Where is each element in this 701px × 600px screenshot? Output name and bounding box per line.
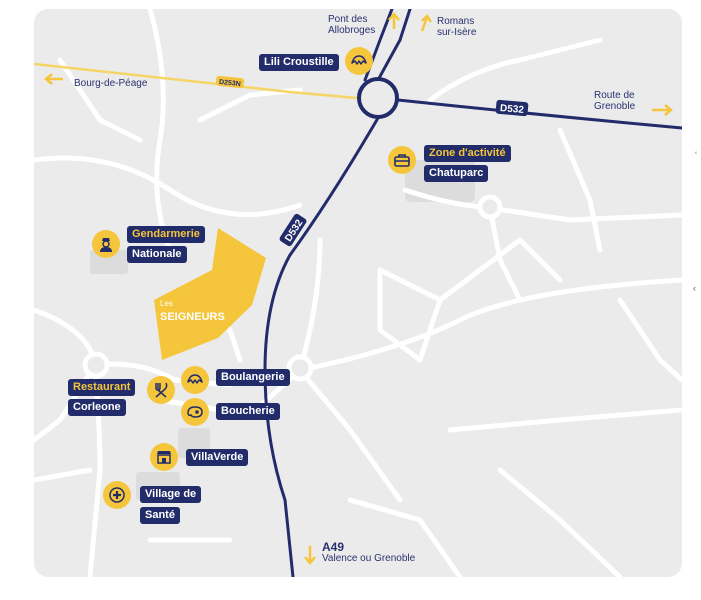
direction-pont-des-allobroges-line2: Allobroges [328,25,376,36]
poi-restaurant-line1[interactable]: Restaurant [68,379,136,396]
poi-villaverde-label[interactable]: VillaVerde [186,449,249,466]
direction-romans-line2: sur-Isère [437,27,477,38]
direction-romans-line1: Romans [437,16,475,27]
minor-roundabouts [82,194,503,382]
edge-mark-middle: ‹ [693,283,696,293]
direction-pont-des-allobroges: Pont des Allobroges [328,14,375,36]
poi-restaurant-line2[interactable]: Corleone [68,399,126,416]
road-label-d532-south: D532 [279,213,307,247]
poi-zone-activite-line2[interactable]: Chatuparc [424,165,489,182]
direction-bourg: Bourg-de-Péage [74,78,148,89]
shop-icon[interactable] [150,443,178,471]
les-seigneurs-area [154,228,266,360]
poi-boucherie-label[interactable]: Boucherie [216,403,280,420]
road-label-d532-east: D532 [495,99,529,117]
steak-icon[interactable] [181,398,209,426]
arrow-right-icon [652,104,673,116]
road-label-d532-east-text: D532 [499,103,524,116]
direction-pont-des-allobroges-line1: Pont des [328,14,368,25]
croissant-icon[interactable] [345,47,373,75]
poi-sante-line1[interactable]: Village de [140,486,202,503]
police-officer-icon[interactable] [92,230,120,258]
direction-a49-label: A49 [322,540,345,554]
poi-boulangerie-label[interactable]: Boulangerie [216,369,290,386]
poi-gendarmerie-line2[interactable]: Nationale [127,246,187,263]
road-label-d253n: D253N [215,75,245,89]
croissant-icon[interactable] [181,366,209,394]
medical-cross-icon[interactable] [103,481,131,509]
direction-grenoble: Route de Grenoble [594,90,635,112]
arrow-up-icon [388,12,400,29]
arrow-up-right-icon [420,14,433,32]
road-label-d253n-text: D253N [219,79,241,88]
poi-lili-croustille-label[interactable]: Lili Croustille [259,54,339,71]
main-roundabout [357,77,399,119]
direction-grenoble-line2: Grenoble [594,101,636,112]
arrow-left-icon [44,73,63,85]
area-label-les: Les [160,299,173,308]
area-label-seigneurs: SEIGNEURS [160,311,225,323]
briefcase-icon[interactable] [388,146,416,174]
direction-romans: Romans sur-Isère [437,16,476,38]
road-d253n [34,62,358,100]
poi-zone-activite-line1[interactable]: Zone d'activité [424,145,511,162]
arrow-down-icon [304,546,316,565]
fork-knife-icon[interactable] [147,376,175,404]
poi-gendarmerie-line1[interactable]: Gendarmerie [127,226,205,243]
edge-mark-top: ‘ [695,150,697,160]
poi-sante-line2[interactable]: Santé [140,507,180,524]
direction-a49-text: Valence ou Grenoble [322,553,416,564]
direction-grenoble-line1: Route de [594,90,635,101]
